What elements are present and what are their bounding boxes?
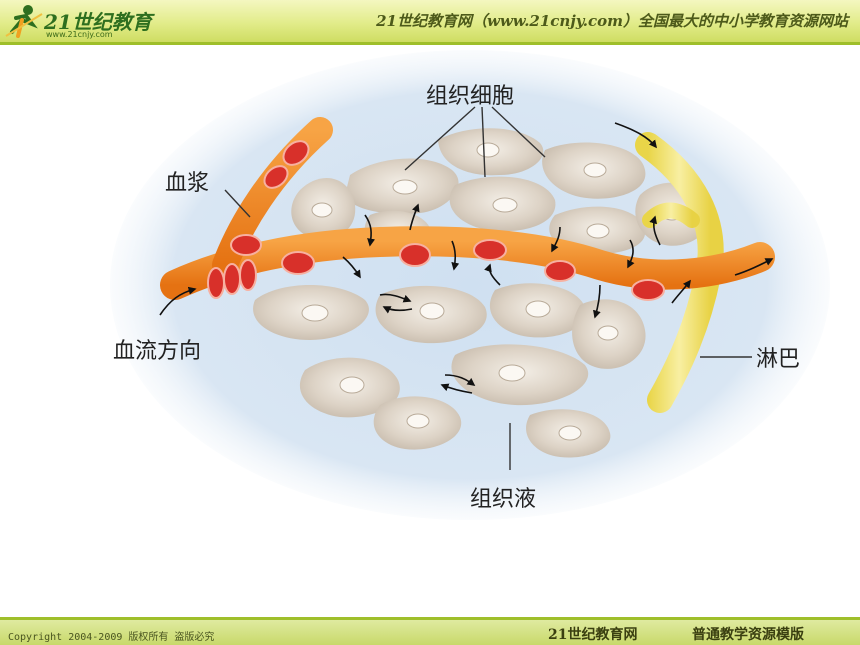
exchange-arrow [649,215,661,246]
exchange-arrow [627,239,635,269]
cell-nucleus [558,425,582,441]
cell-nucleus [586,223,610,239]
leader-line-tissue-cells [404,106,476,171]
red-blood-cell [631,279,665,301]
header-bar: 21世纪教育 www.21cnjy.com 21世纪教育网（www.21cnjy… [0,0,860,42]
leader-line-tissue-cells [491,106,546,158]
exchange-arrow [593,284,601,319]
logo-text: 21世纪教育 [44,10,152,34]
flow-arrow [614,122,658,149]
label-lymph: 淋巴 [756,347,801,372]
red-blood-cell [281,251,315,275]
blood-flow-direction-arrow [159,286,197,316]
runner-logo-icon [5,5,43,38]
leader-line-plasma [224,189,251,218]
cell-nucleus [339,376,365,394]
exchange-arrow [440,383,473,394]
cell-nucleus [301,304,329,322]
logo-url: www.21cnjy.com [46,30,113,39]
leader-line-tissue-cells [481,106,486,178]
red-blood-cell [473,239,507,261]
red-blood-cell [230,234,262,256]
exchange-arrows [342,122,774,394]
cell-nucleus [597,325,619,341]
flow-arrow [734,258,774,276]
flow-arrow [671,279,691,304]
red-blood-cell [544,260,576,282]
label-tissue-cells: 组织细胞 [426,84,515,109]
label-plasma: 血浆 [165,171,210,196]
exchange-arrow [379,293,412,303]
cell-nucleus [406,413,430,429]
label-blood-flow-direction: 血流方向 [113,339,202,364]
footer-bar: Copyright 2004-2009 版权所有 盗版必究 21世纪教育网 普通… [0,617,860,645]
exchange-arrow [409,203,420,231]
cell-nucleus [492,197,518,213]
header-slogan: 21世纪教育网（www.21cnjy.com）全国最大的中小学教育资源网站 [376,12,848,30]
flow-arrow [342,256,361,279]
cell-nucleus [476,142,500,158]
footer-brand[interactable]: 21世纪教育网 [548,627,638,643]
red-blood-cell [239,259,257,291]
header-divider [0,42,860,45]
leader-lines [224,106,752,470]
red-blood-cells [207,140,665,301]
diagram-illustration [110,50,830,520]
logo[interactable]: 21世纪教育 www.21cnjy.com [4,2,179,40]
cell-nucleus [583,162,607,178]
red-blood-cell [263,165,289,189]
exchange-arrow [444,374,476,386]
exchange-arrow [382,306,413,314]
cell-nucleus [525,300,551,318]
exchange-arrow [364,214,375,247]
exchange-arrow [551,226,561,253]
red-blood-cell [223,263,241,295]
red-blood-cell [282,140,310,166]
cell-nucleus [311,202,333,218]
tissue-fluid-diagram: 组织细胞 血浆 血流方向 淋巴 组织液 [0,45,860,617]
exchange-arrow [451,240,460,271]
cell-nucleus [498,364,526,382]
footer-template-name: 普通教学资源模版 [692,627,804,643]
cell-nucleus [392,179,418,195]
red-blood-cell [399,243,431,267]
footer-copyright: Copyright 2004-2009 版权所有 盗版必究 [8,632,215,643]
red-blood-cell [207,267,225,299]
exchange-arrow [484,263,501,286]
label-tissue-fluid: 组织液 [470,487,537,512]
cell-nucleus [419,302,445,320]
